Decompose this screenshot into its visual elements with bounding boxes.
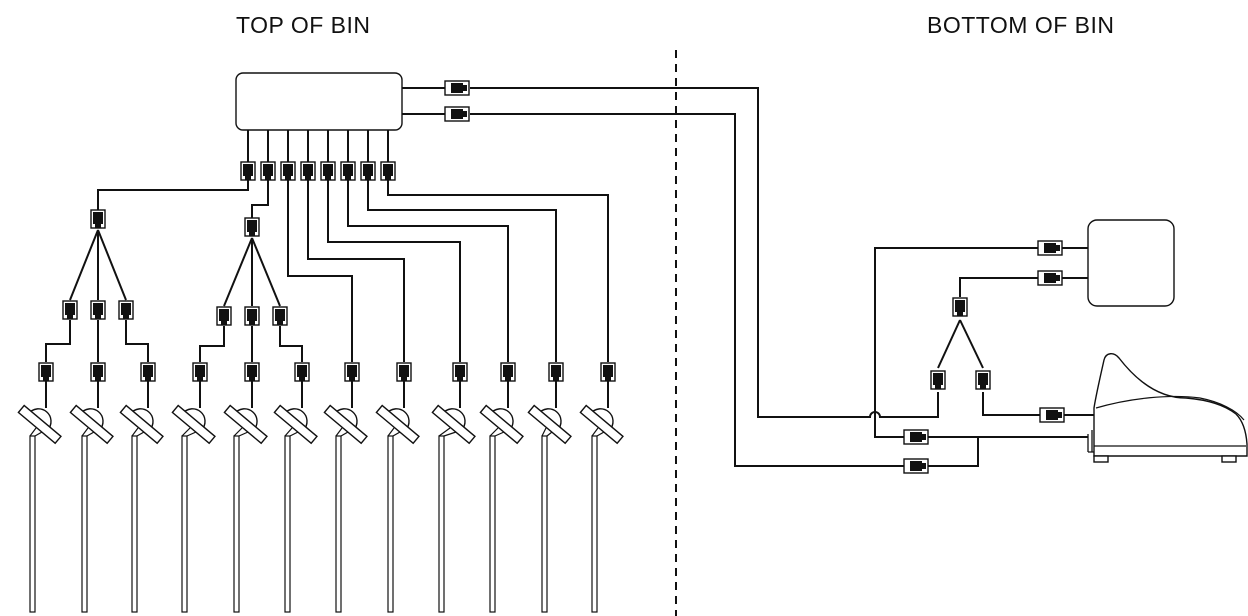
direct-cable-3 <box>327 180 461 362</box>
splitter-a-out-3 <box>118 300 134 320</box>
splitter-cable <box>959 277 1038 297</box>
splitter-branch-right <box>959 319 984 369</box>
probe-a-plug-1 <box>38 362 54 382</box>
temperature-probe-7 <box>323 404 368 613</box>
temperature-probe-11 <box>527 404 572 613</box>
top-of-bin-label: TOP OF BIN <box>236 12 371 38</box>
temperature-cables <box>45 130 609 408</box>
splitter-c <box>952 297 968 317</box>
temperature-probe-1 <box>17 404 62 613</box>
probe-a-plug-2 <box>90 362 106 382</box>
splitter-a-out-2 <box>90 300 106 320</box>
splitter-c-out-1 <box>930 370 946 390</box>
bottom-of-bin-label: BOTTOM OF BIN <box>927 12 1115 38</box>
cable-a-3 <box>125 320 149 362</box>
cable-a-branch <box>69 229 99 301</box>
temperature-probe-3 <box>119 404 164 613</box>
console-cable <box>982 392 1040 416</box>
trunk-cable-2 <box>470 113 904 467</box>
trunk-cable-1 <box>470 87 939 418</box>
hub-out-plug-2 <box>444 106 470 122</box>
cable-a-1 <box>45 320 71 362</box>
cable-b-3 <box>279 326 303 362</box>
direct-cable-5 <box>367 180 557 362</box>
temperature-probe-6 <box>273 404 318 613</box>
splitter-a <box>90 209 106 229</box>
controller-plug-2 <box>1037 270 1063 286</box>
return-plug-1 <box>903 429 929 445</box>
cable-b-1 <box>199 326 225 362</box>
temperature-probe-9 <box>431 404 476 613</box>
hub-plug-2 <box>260 161 276 181</box>
splitter-b-out-3 <box>272 306 288 326</box>
probe-a-plug-3 <box>140 362 156 382</box>
probe-direct-plug-1 <box>344 362 360 382</box>
splitter-branch-left <box>937 319 961 369</box>
hub-out-plug-1 <box>444 80 470 96</box>
hub-plug-8 <box>380 161 396 181</box>
cable-b-branch <box>251 237 281 307</box>
direct-cable-4 <box>347 180 509 362</box>
controller-plug-1 <box>1037 240 1063 256</box>
hub-plug-3 <box>280 161 296 181</box>
probe-direct-plug-4 <box>500 362 516 382</box>
hub-plug-5 <box>320 161 336 181</box>
hub-plug-7 <box>360 161 376 181</box>
loop-cable <box>874 247 1038 438</box>
splitter-a-out-1 <box>62 300 78 320</box>
hub-plug-6 <box>340 161 356 181</box>
probe-b-plug-1 <box>192 362 208 382</box>
splitter-b <box>244 217 260 237</box>
direct-cable-1 <box>287 180 353 362</box>
temperature-probe-12 <box>579 404 624 613</box>
splitter-b-out-2 <box>244 306 260 326</box>
temperature-probe-4 <box>171 404 216 613</box>
hub-plug-4 <box>300 161 316 181</box>
connectors <box>17 80 1065 613</box>
probe-b-plug-2 <box>244 362 260 382</box>
temperature-probe-5 <box>223 404 268 613</box>
junction-box <box>235 72 403 131</box>
console-plug <box>1039 407 1065 423</box>
splitter-c-out-2 <box>975 370 991 390</box>
probe-direct-plug-5 <box>548 362 564 382</box>
direct-cable-6 <box>387 180 609 362</box>
monitor-console <box>1087 353 1248 463</box>
cable-b-branch <box>223 237 253 307</box>
cable-a-main <box>97 180 249 210</box>
splitter-b-out-1 <box>216 306 232 326</box>
probe-b-plug-3 <box>294 362 310 382</box>
temperature-probe-8 <box>375 404 420 613</box>
probe-direct-plug-2 <box>396 362 412 382</box>
probe-direct-plug-6 <box>600 362 616 382</box>
probe-direct-plug-3 <box>452 362 468 382</box>
hub-plug-1 <box>240 161 256 181</box>
temperature-probe-10 <box>479 404 524 613</box>
temperature-probe-2 <box>69 404 114 613</box>
console-return-2 <box>928 437 979 467</box>
cable-b-main <box>251 180 269 218</box>
controller-box <box>1087 219 1175 307</box>
cable-a-branch <box>97 229 127 301</box>
return-plug-2 <box>903 458 929 474</box>
direct-cable-2 <box>307 180 405 362</box>
